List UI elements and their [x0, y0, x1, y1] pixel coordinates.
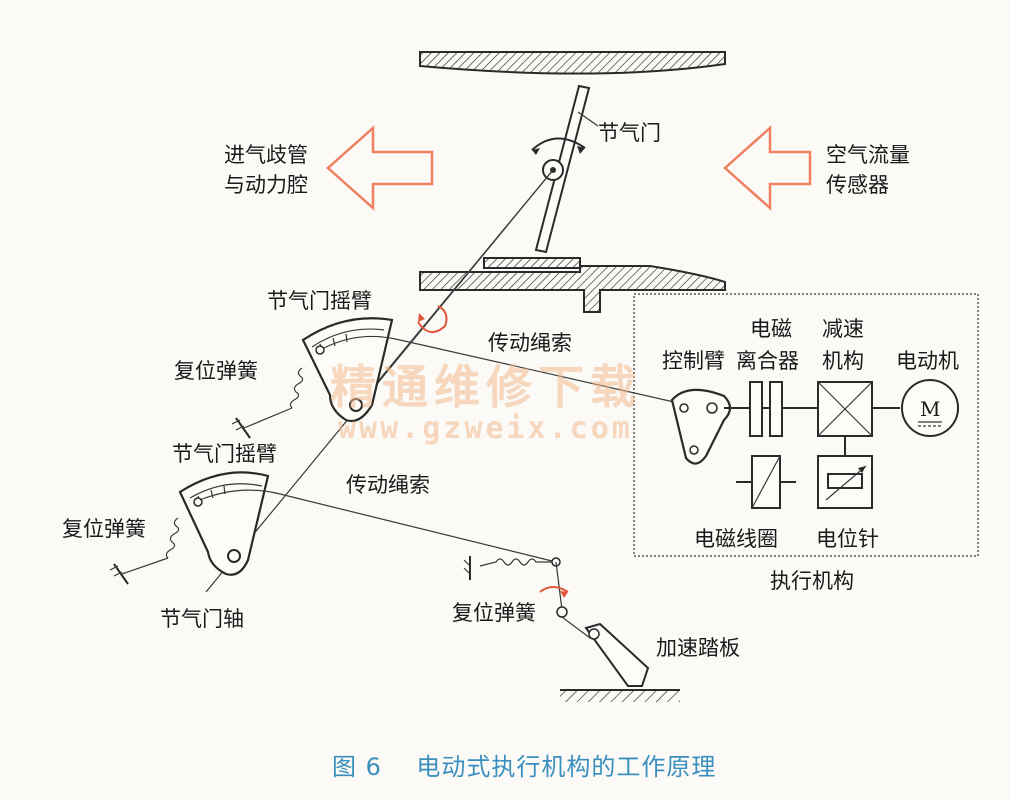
- label-potentiometer: 电位针: [816, 527, 879, 551]
- watermark-url: www.gzweix.com: [338, 411, 633, 446]
- watermark-cn: 精通维修下载: [330, 360, 642, 414]
- em-clutch: [749, 381, 783, 437]
- figure-caption: 图 6 电动式执行机构的工作原理: [332, 753, 716, 781]
- label-actuator: 执行机构: [770, 569, 854, 593]
- throttle-arm-top: [301, 317, 394, 423]
- throttle-rotation-arrow: [531, 137, 586, 155]
- motor: M: [901, 379, 959, 437]
- label-em-coil: 电磁线圈: [694, 527, 778, 551]
- throttle-body-top: [419, 51, 726, 75]
- label-throttle-shaft: 节气门轴: [160, 607, 244, 631]
- label-control-arm: 控制臂: [662, 349, 725, 373]
- label-drive-cable-top: 传动绳索: [488, 331, 572, 355]
- em-coil: [736, 455, 796, 509]
- label-airflow-line1: 空气流量: [826, 143, 910, 167]
- airflow-arrow: [723, 125, 812, 211]
- label-drive-cable-bottom: 传动绳索: [346, 473, 430, 497]
- label-reducer-line1: 减速: [822, 317, 864, 341]
- drive-cable-bottom: [199, 489, 557, 563]
- return-spring-top: [231, 367, 304, 439]
- label-airflow-line2: 传感器: [826, 173, 889, 197]
- reducer: [817, 381, 873, 437]
- throttle-shaft-link: [349, 169, 554, 416]
- motor-symbol: M: [920, 397, 940, 421]
- drive-cable-top: [323, 335, 675, 403]
- pedal-assembly: [463, 556, 680, 702]
- intake-arrow: [326, 125, 434, 211]
- throttle-body-bottom: [419, 257, 726, 313]
- arm-rotation-arrow: [417, 305, 448, 333]
- label-throttle-arm-top: 节气门摇臂: [267, 289, 372, 313]
- control-arm: [670, 388, 732, 465]
- label-intake-line2: 与动力腔: [224, 173, 308, 197]
- label-return-spring-bottom: 复位弹簧: [62, 517, 146, 541]
- label-accelerator-pedal: 加速踏板: [656, 636, 740, 660]
- throttle-valve: [534, 84, 591, 254]
- throttle-arm-bottom: [178, 471, 270, 576]
- throttle-leader: [577, 111, 599, 127]
- label-em-clutch-line2: 离合器: [736, 349, 799, 373]
- potentiometer: [817, 436, 873, 509]
- label-throttle: 节气门: [598, 121, 661, 145]
- label-return-spring-pedal: 复位弹簧: [452, 601, 536, 625]
- label-throttle-arm-bottom: 节气门摇臂: [172, 442, 277, 466]
- label-em-clutch-line1: 电磁: [750, 317, 792, 341]
- label-reducer-line2: 机构: [822, 349, 864, 373]
- label-motor: 电动机: [896, 349, 959, 373]
- return-spring-bottom: [109, 517, 180, 585]
- actuator-box: [633, 293, 979, 557]
- label-intake-line1: 进气歧管: [224, 143, 308, 167]
- label-return-spring-top: 复位弹簧: [174, 359, 258, 383]
